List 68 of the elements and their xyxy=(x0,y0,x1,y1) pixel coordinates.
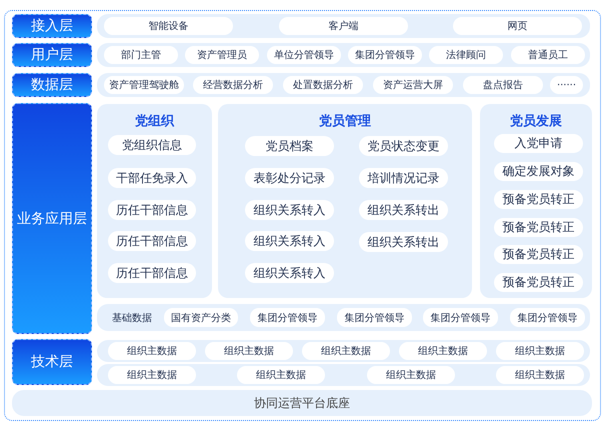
tag-pill: 入党申请 xyxy=(494,134,583,153)
tag-text: 基础数据 xyxy=(104,308,160,327)
tag-pill: 组织关系转入 xyxy=(245,231,334,251)
group-panel xyxy=(480,104,592,298)
row-band xyxy=(97,14,590,38)
layer-label: 接入层 xyxy=(12,14,92,38)
tag-pill: 培训情况记录 xyxy=(359,168,448,188)
tag-pill: 集团分管领导 xyxy=(348,46,422,64)
tag-pill: 网页 xyxy=(453,17,582,35)
tag-pill: 经营数据分析 xyxy=(193,76,273,94)
panel-title: 党员管理 xyxy=(319,113,371,130)
tag-pill: 法律顾问 xyxy=(429,46,503,64)
tag-pill: 组织关系转入 xyxy=(245,200,334,220)
tag-pill: 盘点报告 xyxy=(463,76,543,94)
panel-title: 党员发展 xyxy=(510,113,562,130)
tag-pill: 集团分管领导 xyxy=(510,308,585,327)
tag-pill: 资产运营大屏 xyxy=(373,76,453,94)
tag-pill: 组织关系转出 xyxy=(359,200,448,220)
tag-pill: 组织关系转入 xyxy=(245,263,334,283)
tag-pill: 党员状态变更 xyxy=(359,136,448,156)
tag-pill: 智能设备 xyxy=(104,17,233,35)
tag-pill: 预备党员转正 xyxy=(494,218,583,237)
layer-label: 技术层 xyxy=(12,339,92,385)
layer-label: 业务应用层 xyxy=(12,103,92,334)
layer-label: 用户层 xyxy=(12,43,92,67)
row-band xyxy=(97,304,590,331)
tag-pill: 集团分管领导 xyxy=(337,308,412,327)
tag-pill: 资产管理驾驶舱 xyxy=(104,76,184,94)
platform-band: 协同运营平台底座 xyxy=(12,390,592,416)
row-band xyxy=(97,364,590,386)
tag-pill: 组织主数据 xyxy=(367,366,455,384)
tag-pill: 预备党员转正 xyxy=(494,245,583,264)
tag-pill: 组织主数据 xyxy=(302,342,390,360)
tag-pill: 组织主数据 xyxy=(237,366,325,384)
group-panel xyxy=(97,104,212,298)
tag-pill: 党组织信息 xyxy=(108,135,196,155)
tag-pill: 组织主数据 xyxy=(205,342,293,360)
tag-pill: 历任干部信息 xyxy=(108,200,196,220)
tag-pill: 组织主数据 xyxy=(108,342,196,360)
tag-pill: 集团分管领导 xyxy=(250,308,325,327)
tag-pill: 普通员工 xyxy=(511,46,585,64)
layer-label: 数据层 xyxy=(12,73,92,97)
tag-pill: 资产管理员 xyxy=(185,46,259,64)
tag-pill: 国有资产分类 xyxy=(164,308,238,327)
tag-pill: 历任干部信息 xyxy=(108,231,196,251)
tag-pill: 客户端 xyxy=(279,17,408,35)
tag-pill: 确定发展对象 xyxy=(494,162,583,181)
group-panel xyxy=(218,104,472,298)
tag-pill: 预备党员转正 xyxy=(494,190,583,209)
tag-pill: 组织主数据 xyxy=(496,366,584,384)
tag-pill: ······ xyxy=(550,76,583,94)
tag-pill: 预备党员转正 xyxy=(494,273,583,292)
panel-title: 党组织 xyxy=(135,113,174,130)
row-band xyxy=(97,340,590,362)
tag-pill: 组织主数据 xyxy=(399,342,487,360)
tag-pill: 表彰处分记录 xyxy=(245,168,334,188)
tag-pill: 单位分管领导 xyxy=(267,46,341,64)
tag-pill: 集团分管领导 xyxy=(423,308,498,327)
tag-pill: 组织关系转出 xyxy=(359,232,448,252)
tag-pill: 组织主数据 xyxy=(108,366,196,384)
row-band xyxy=(97,43,590,67)
tag-pill: 党员档案 xyxy=(245,136,334,156)
row-band xyxy=(97,73,590,97)
tag-pill: 处置数据分析 xyxy=(283,76,363,94)
tag-pill: 干部任免录入 xyxy=(108,168,196,188)
tag-pill: 组织主数据 xyxy=(496,342,584,360)
tag-pill: 部门主管 xyxy=(104,46,178,64)
tag-pill: 历任干部信息 xyxy=(108,263,196,283)
